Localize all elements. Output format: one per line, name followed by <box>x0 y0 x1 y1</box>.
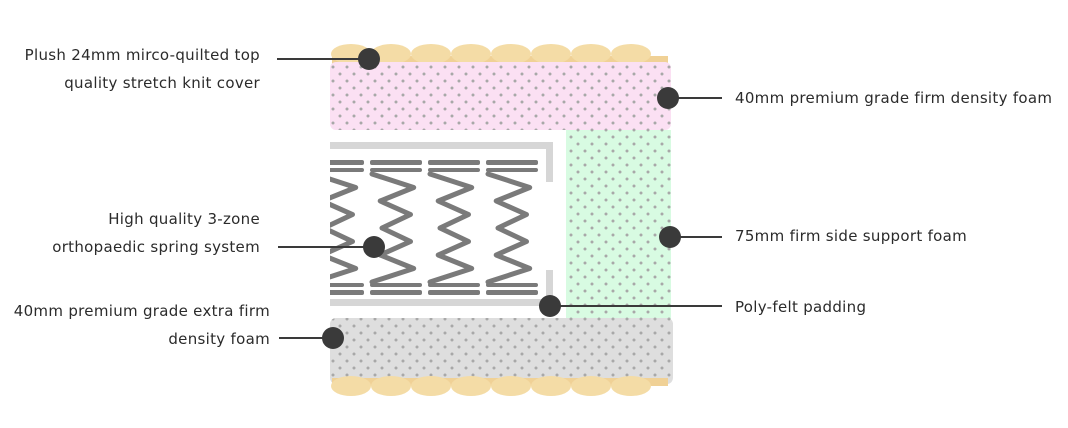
label-springs-line-2: orthopaedic spring system <box>52 238 260 256</box>
quilt-bump-bottom <box>411 376 451 396</box>
quilt-bump-bottom <box>451 376 491 396</box>
label-base-foam-line-2: density foam <box>168 330 270 348</box>
quilt-bump-bottom <box>371 376 411 396</box>
marker-side-foam <box>659 226 681 248</box>
marker-springs <box>363 236 385 258</box>
spring-system <box>330 160 538 295</box>
label-padding-line-1: Poly-felt padding <box>735 298 867 316</box>
label-top-foam: 40mm premium grade firm density foam <box>735 84 1052 112</box>
base-foam-texture <box>330 318 673 384</box>
quilt-bump-top <box>371 44 411 64</box>
spring-coil <box>485 160 538 295</box>
label-base-foam: 40mm premium grade extra firm density fo… <box>14 297 270 353</box>
quilt-bump-top <box>531 44 571 64</box>
quilt-bump-bottom <box>331 376 371 396</box>
quilt-bump-top <box>571 44 611 64</box>
quilt-bump-bottom <box>571 376 611 396</box>
quilt-bump-top <box>491 44 531 64</box>
leader-lines <box>277 48 722 349</box>
label-base-foam-line-1: 40mm premium grade extra firm <box>13 302 270 320</box>
bottom-quilted-cover <box>331 376 668 396</box>
spring-coil <box>369 160 422 295</box>
quilt-bump-bottom <box>491 376 531 396</box>
marker-padding <box>539 295 561 317</box>
label-padding: Poly-felt padding <box>735 293 866 321</box>
quilt-bump-bottom <box>611 376 651 396</box>
marker-base-foam <box>322 327 344 349</box>
label-cover-line-1: Plush 24mm mirco-quilted top <box>24 46 260 64</box>
label-top-foam-line-1: 40mm premium grade firm density foam <box>735 89 1053 107</box>
poly-felt-padding <box>330 142 553 306</box>
quilt-bump-top <box>451 44 491 64</box>
label-cover-line-2: quality stretch knit cover <box>64 74 260 92</box>
label-side-foam-line-1: 75mm firm side support foam <box>735 227 968 245</box>
label-springs-line-1: High quality 3-zone <box>108 210 260 228</box>
label-springs: High quality 3-zone orthopaedic spring s… <box>52 205 260 261</box>
quilt-bump-top <box>411 44 451 64</box>
label-side-foam: 75mm firm side support foam <box>735 222 967 250</box>
side-support-foam-texture <box>566 130 671 320</box>
top-foam-texture <box>330 62 671 130</box>
label-cover: Plush 24mm mirco-quilted top quality str… <box>25 41 260 97</box>
marker-top-foam <box>657 87 679 109</box>
marker-cover <box>358 48 380 70</box>
quilt-bump-bottom <box>531 376 571 396</box>
quilt-bump-top <box>611 44 651 64</box>
spring-coil <box>427 160 480 295</box>
spring-coil <box>330 160 364 295</box>
